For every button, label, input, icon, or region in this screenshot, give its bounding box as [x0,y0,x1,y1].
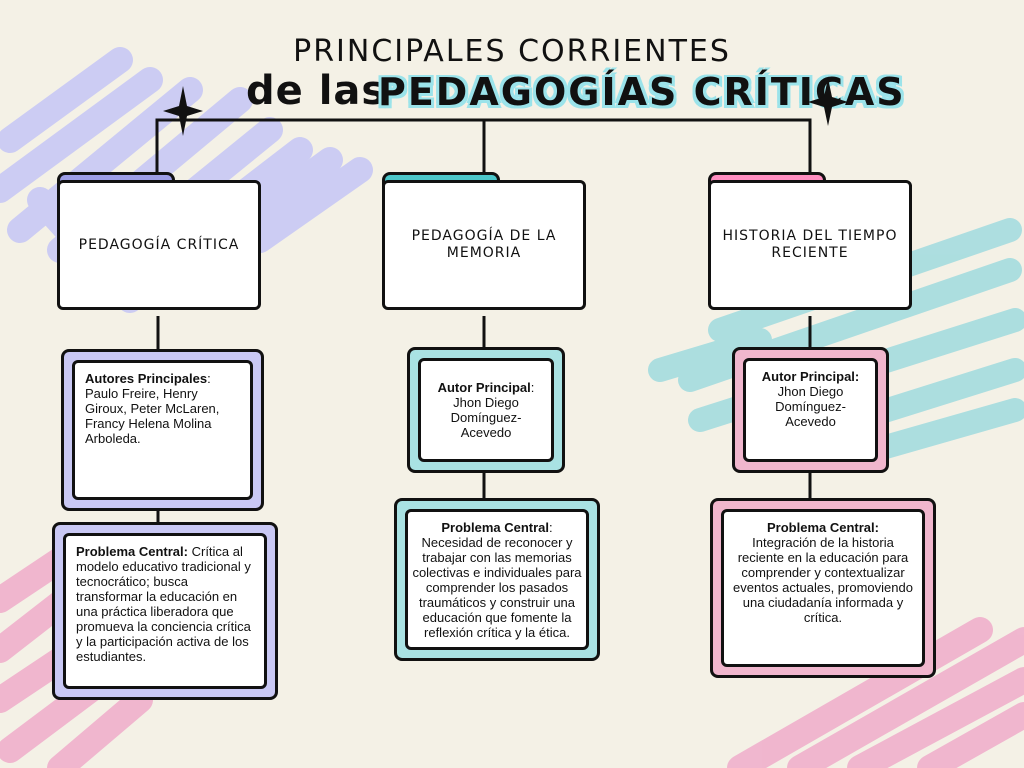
problem-value: Necesidad de reconocer y trabajar con la… [412,535,582,640]
problem-card-3: Problema Central: Integración de la hist… [710,498,936,678]
authors-label: Autor Principal [437,380,531,395]
folder-historia-tiempo-reciente: HISTORIA DEL TIEMPO RECIENTE [708,172,912,310]
problem-text-2: Problema Central: Necesidad de reconocer… [405,509,589,650]
problem-card-2: Problema Central: Necesidad de reconocer… [394,498,600,661]
title-line-1: PRINCIPALES CORRIENTES [293,34,731,69]
authors-text-1: Autores Principales: Paulo Freire, Henry… [72,360,253,500]
authors-value: Jhon Diego Domínguez-Acevedo [775,384,846,429]
problem-text-1: Problema Central: Crítica al modelo educ… [63,533,267,689]
folder-label: PEDAGOGÍA DE LA MEMORIA [382,180,586,310]
sparkle-icon-left [163,86,203,136]
authors-value: Jhon Diego Domínguez-Acevedo [450,395,522,440]
authors-text-3: Autor Principal: Jhon Diego Domínguez-Ac… [743,358,878,462]
problem-label: Problema Central [441,520,550,535]
problem-value: Crítica al modelo educativo tradicional … [76,544,251,664]
authors-text-2: Autor Principal: Jhon Diego Domínguez-Ac… [418,358,554,462]
problem-label: Problema Central: [76,544,188,559]
authors-card-2: Autor Principal: Jhon Diego Domínguez-Ac… [407,347,565,473]
problem-card-1: Problema Central: Crítica al modelo educ… [52,522,278,700]
authors-card-1: Autores Principales: Paulo Freire, Henry… [61,349,264,511]
title-row: de las PEDAGOGÍAS CRÍTICAS [0,68,1024,124]
authors-value: : Paulo Freire, Henry Giroux, Peter McLa… [85,371,220,446]
authors-label: Autor Principal: [761,369,860,384]
problem-value: Integración de la historia reciente en l… [733,535,913,625]
problem-text-3: Problema Central: Integración de la hist… [721,509,925,667]
authors-card-3: Autor Principal: Jhon Diego Domínguez-Ac… [732,347,889,473]
problem-label: Problema Central: [767,520,879,535]
folder-label: PEDAGOGÍA CRÍTICA [57,180,261,310]
folder-pedagogia-memoria: PEDAGOGÍA DE LA MEMORIA [382,172,586,310]
sparkle-icon-right [808,78,848,126]
folder-label: HISTORIA DEL TIEMPO RECIENTE [708,180,912,310]
title-main: PEDAGOGÍAS CRÍTICAS [378,70,906,114]
folder-pedagogia-critica: PEDAGOGÍA CRÍTICA [57,172,261,310]
title-prefix: de las [246,68,387,114]
authors-label: Autores Principales [85,371,208,386]
